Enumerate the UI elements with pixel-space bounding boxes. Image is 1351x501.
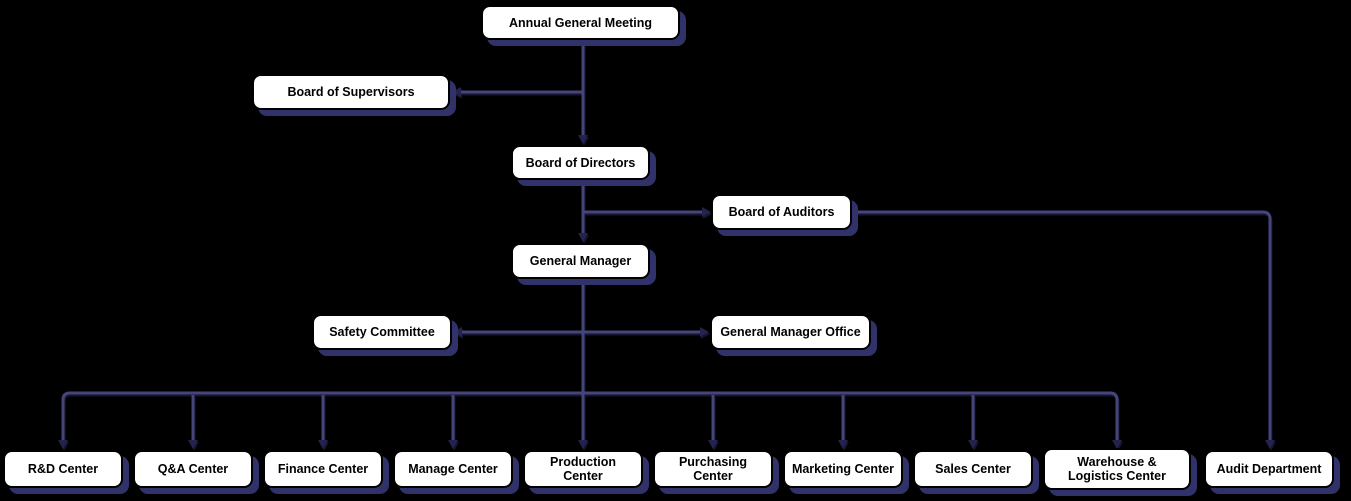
- node-label: Audit Department: [1216, 462, 1322, 476]
- node-general-manager-office: General Manager Office: [710, 314, 871, 350]
- node-audit-department: Audit Department: [1204, 450, 1334, 488]
- node-label: Marketing Center: [791, 462, 895, 476]
- arrowhead-into-supervisors: [452, 87, 461, 97]
- arrowhead-into-auditors: [702, 207, 711, 217]
- arrowhead-into-safety: [453, 327, 462, 337]
- node-label: General Manager Office: [720, 325, 861, 339]
- node-annual-general-meeting: Annual General Meeting: [481, 5, 680, 40]
- node-label: Manage Center: [408, 462, 498, 476]
- arrowhead-into-directors: [578, 135, 588, 144]
- arrowhead-into-manage: [448, 440, 458, 449]
- node-rd-center: R&D Center: [3, 450, 123, 488]
- arrowhead-into-purchasing: [708, 440, 718, 449]
- node-safety-committee: Safety Committee: [312, 314, 452, 350]
- arrowhead-into-gmo: [700, 327, 709, 337]
- node-label: Warehouse & Logistics Center: [1068, 455, 1166, 483]
- arrowhead-into-warehouse: [1112, 440, 1122, 449]
- node-manage-center: Manage Center: [393, 450, 513, 488]
- node-label: Finance Center: [277, 462, 369, 476]
- arrowhead-into-finance: [318, 440, 328, 449]
- node-finance-center: Finance Center: [263, 450, 383, 488]
- node-board-of-directors: Board of Directors: [511, 145, 650, 180]
- node-warehouse-logistics-center: Warehouse & Logistics Center: [1043, 448, 1191, 490]
- node-label: Sales Center: [935, 462, 1011, 476]
- arrowhead-into-marketing: [838, 440, 848, 449]
- node-label: Board of Supervisors: [287, 85, 415, 99]
- node-label: Annual General Meeting: [508, 15, 653, 30]
- arrowhead-into-production: [578, 440, 588, 449]
- node-label: General Manager: [529, 254, 632, 268]
- arrowhead-into-rd: [58, 440, 68, 449]
- arrowhead-into-gm: [578, 233, 588, 242]
- node-qa-center: Q&A Center: [133, 450, 253, 488]
- node-board-of-auditors: Board of Auditors: [711, 194, 852, 230]
- node-marketing-center: Marketing Center: [783, 450, 903, 488]
- connector-auditors-audit-department: [852, 210, 1272, 440]
- node-board-of-supervisors: Board of Supervisors: [252, 74, 450, 110]
- connector-bus: [61, 391, 1119, 440]
- node-label: Board of Directors: [525, 155, 636, 170]
- node-label: Safety Committee: [329, 325, 435, 339]
- arrowhead-into-audit-department: [1265, 440, 1275, 449]
- node-label: Q&A Center: [157, 462, 229, 476]
- node-production-center: Production Center: [523, 450, 643, 488]
- node-general-manager: General Manager: [511, 243, 650, 279]
- arrowhead-into-qa: [188, 440, 198, 449]
- arrowhead-into-sales: [968, 440, 978, 449]
- node-purchasing-center: Purchasing Center: [653, 450, 773, 488]
- node-sales-center: Sales Center: [913, 450, 1033, 488]
- node-label: Board of Auditors: [728, 205, 835, 219]
- node-label: R&D Center: [27, 462, 99, 476]
- node-label: Production Center: [550, 455, 616, 483]
- node-label: Purchasing Center: [678, 455, 748, 483]
